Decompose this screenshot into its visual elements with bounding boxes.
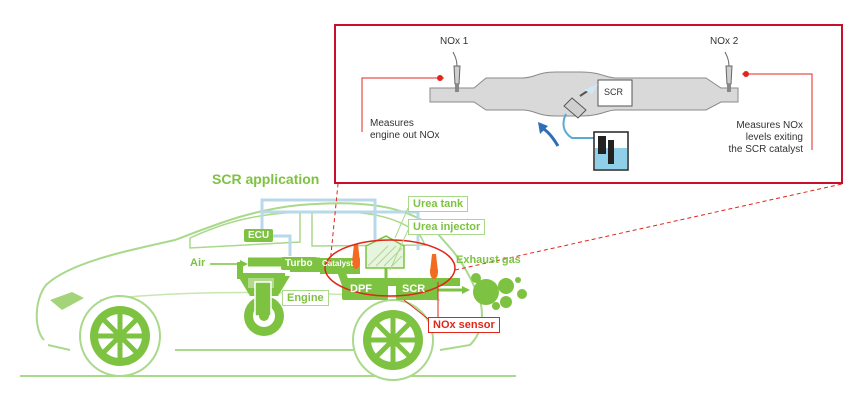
urea-injector-leader xyxy=(389,229,409,271)
urea-tank-label: Urea tank xyxy=(408,196,469,212)
callout-right-line xyxy=(742,73,813,150)
connector-left xyxy=(329,183,339,265)
nox1-label: NOx 1 xyxy=(440,36,469,47)
front-wheel xyxy=(79,295,161,377)
headlight xyxy=(50,292,84,310)
note-right-line-1: Measures NOx xyxy=(736,120,803,131)
note-left: Measures engine out NOx xyxy=(370,118,440,142)
highlight-ellipse xyxy=(324,239,456,297)
nox1-probe xyxy=(452,51,461,92)
note-right-line-2: levels exiting xyxy=(745,132,803,143)
note-left-line-2: engine out NOx xyxy=(370,130,440,141)
exhaust-bubbles xyxy=(471,273,527,310)
scr-label: SCR xyxy=(402,283,426,295)
urea-flow-arrow xyxy=(541,126,560,147)
urea-feed-line xyxy=(562,113,596,139)
scr-catalyst-box xyxy=(597,79,633,107)
injector xyxy=(563,84,598,119)
note-right: Measures NOx levels exiting the SCR cata… xyxy=(729,120,803,156)
catalyst-label: Catalyst xyxy=(322,259,354,268)
tailpipe-arrow xyxy=(438,286,470,294)
connector-right xyxy=(454,183,843,271)
air-label: Air xyxy=(190,257,206,269)
urea-tank-leader xyxy=(394,207,409,239)
ecu-label: ECU xyxy=(244,229,274,242)
nox2-label: NOx 2 xyxy=(710,36,739,47)
ecu-wire-turbo xyxy=(272,234,292,256)
scr-box-label: SCR xyxy=(604,87,624,97)
urea-injector-label: Urea injector xyxy=(408,219,486,235)
inset-illustration xyxy=(361,51,813,171)
engine-block xyxy=(238,276,290,336)
scr-detail-inset: NOx 1 NOx 2 SCR Measures engine out NOx … xyxy=(334,24,843,184)
callout-right-dot xyxy=(743,71,749,77)
engine-label: Engine xyxy=(282,290,329,306)
nox-leader-1 xyxy=(403,299,433,323)
callout-left-line xyxy=(361,77,444,132)
nox2-probe xyxy=(724,51,733,92)
nox-sensor-1-marker xyxy=(352,244,360,269)
front-window xyxy=(189,211,301,249)
note-left-line-1: Measures xyxy=(370,118,414,129)
turbo-label: Turbo xyxy=(281,257,317,270)
diagram-title: SCR application xyxy=(212,171,320,187)
rear-wheel xyxy=(352,299,434,381)
note-right-line-3: the SCR catalyst xyxy=(728,144,803,155)
callout-left-dot xyxy=(437,75,443,81)
dpf-label: DPF xyxy=(350,283,372,295)
nox-sensor-label: NOx sensor xyxy=(428,317,500,333)
urea-reservoir xyxy=(593,131,629,171)
exhaust-gas-label: Exhaust gas xyxy=(456,254,521,266)
nox-sensor-2-marker xyxy=(430,254,438,279)
